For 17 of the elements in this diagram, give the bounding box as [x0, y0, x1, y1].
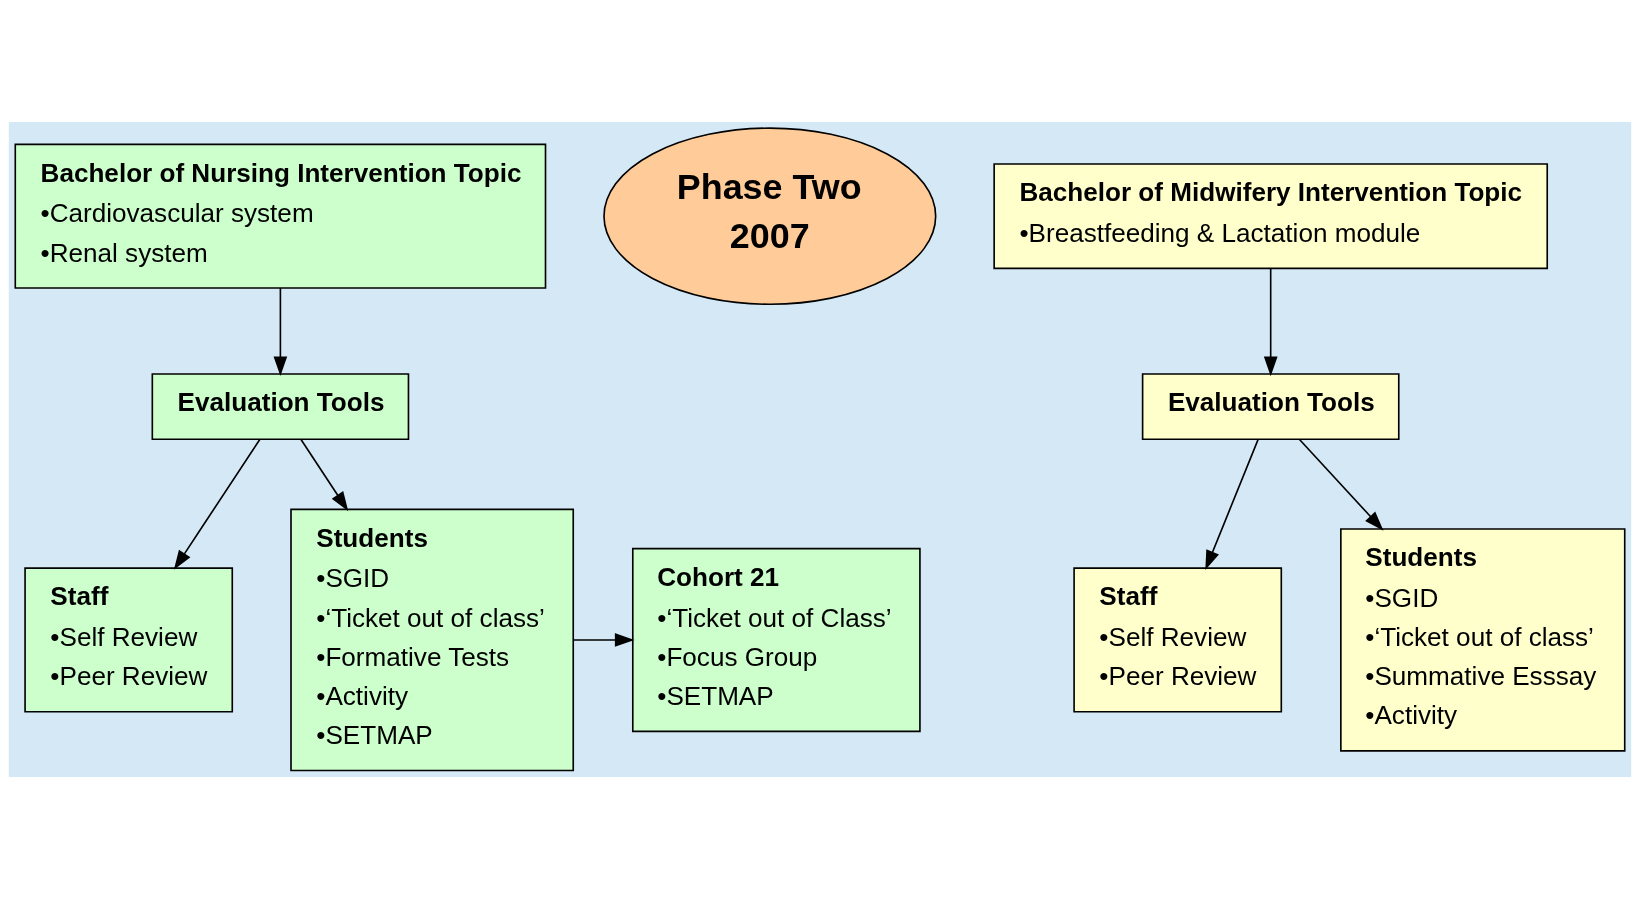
arrow	[173, 438, 261, 570]
arrow	[572, 633, 635, 647]
node-box: Students •SGID •‘Ticket out of class’ •Formative Tests •Activity •SETMAP	[290, 508, 575, 772]
arrow	[1263, 267, 1278, 377]
node-box: Staff •Self Review •Peer Review	[1073, 567, 1283, 713]
arrow	[1298, 438, 1384, 531]
arrow	[273, 287, 288, 377]
node-box: Cohort 21 •‘Ticket out of Class’ •Focus Group •SETMAP	[631, 547, 921, 733]
node-box: Bachelor of Midwifery Intervention Topic •Breastfeeding & Lactation module	[993, 163, 1549, 270]
node-box: Evaluation Tools	[1141, 373, 1400, 441]
node-box: Staff •Self Review •Peer Review	[24, 567, 234, 713]
arrow	[300, 438, 349, 512]
node-box: Students •SGID •‘Ticket out of class’ •Summative Esssay •Activity	[1340, 528, 1626, 752]
arrow	[1205, 438, 1259, 570]
node-box: Bachelor of Nursing Intervention Topic •Cardiovascular system •Renal system	[14, 143, 547, 289]
node-ellipse: Phase Two 2007	[603, 127, 937, 306]
node-box: Evaluation Tools	[151, 373, 410, 441]
